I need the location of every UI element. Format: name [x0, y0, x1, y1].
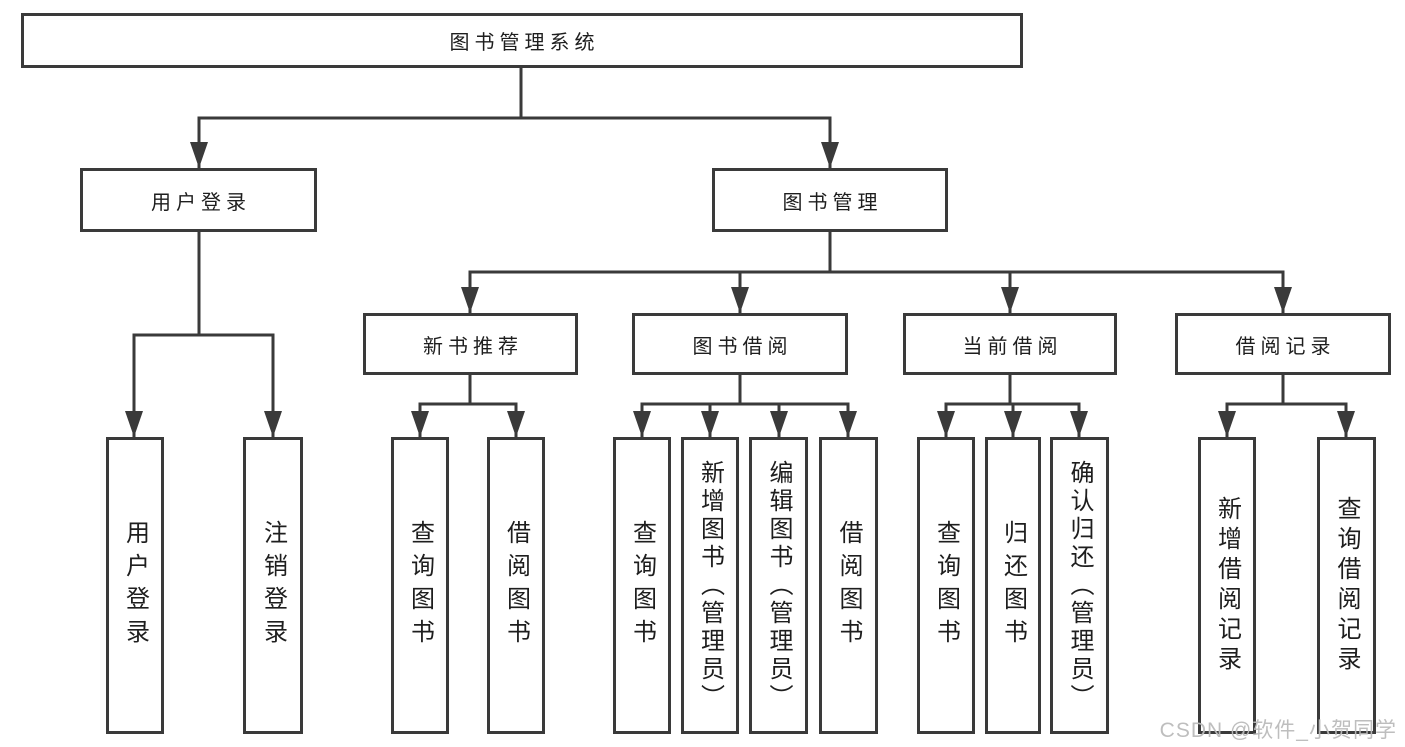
leaf-label: 查询图书	[406, 519, 434, 652]
leaf-user-login: 用户登录	[106, 437, 164, 734]
leaf-query-books-3: 查询图书	[917, 437, 975, 734]
node-label: 图书管理系统	[449, 32, 600, 54]
leaf-label: 归还图书	[999, 519, 1027, 652]
leaf-add-book-admin: 新增图书（管理员）	[681, 437, 739, 734]
node-borrow-records: 借阅记录	[1175, 313, 1391, 375]
leaf-return-book: 归还图书	[985, 437, 1041, 734]
leaf-query-borrow-record: 查询借阅记录	[1317, 437, 1376, 734]
node-new-book-recommend: 新书推荐	[363, 313, 578, 375]
node-book-management: 图书管理	[712, 168, 948, 232]
node-label: 用户登录	[151, 191, 251, 214]
node-label: 图书借阅	[692, 335, 793, 358]
leaf-add-borrow-record: 新增借阅记录	[1198, 437, 1256, 734]
node-label: 图书管理	[782, 191, 883, 214]
node-label: 当前借阅	[962, 335, 1063, 358]
leaf-label: 查询图书	[932, 519, 960, 652]
leaf-confirm-return-admin: 确认归还（管理员）	[1050, 437, 1109, 734]
node-label: 借阅记录	[1235, 335, 1336, 358]
leaf-logout: 注销登录	[243, 437, 303, 734]
csdn-watermark: CSDN @软件_小贺同学	[1159, 719, 1397, 742]
leaf-label: 确认归还（管理员）	[1066, 459, 1093, 712]
leaf-label: 编辑图书（管理员）	[765, 459, 792, 712]
leaf-label: 新增图书（管理员）	[696, 459, 724, 712]
leaf-query-books-1: 查询图书	[391, 437, 449, 734]
leaf-label: 注销登录	[259, 519, 287, 652]
node-label: 新书推荐	[423, 335, 523, 358]
node-book-borrow: 图书借阅	[632, 313, 848, 375]
leaf-label: 查询借阅记录	[1333, 495, 1360, 676]
leaf-edit-book-admin: 编辑图书（管理员）	[749, 437, 808, 734]
leaf-borrow-books-1: 借阅图书	[487, 437, 545, 734]
node-library-management-system: 图书管理系统	[21, 13, 1023, 68]
node-user-login: 用户登录	[80, 168, 317, 232]
leaf-borrow-books-2: 借阅图书	[819, 437, 878, 734]
leaf-label: 用户登录	[121, 519, 149, 652]
node-current-borrow: 当前借阅	[903, 313, 1117, 375]
leaf-label: 查询图书	[628, 519, 656, 652]
leaf-label: 借阅图书	[835, 519, 862, 652]
leaf-label: 借阅图书	[502, 519, 530, 652]
leaf-label: 新增借阅记录	[1213, 495, 1241, 676]
leaf-query-books-2: 查询图书	[613, 437, 671, 734]
